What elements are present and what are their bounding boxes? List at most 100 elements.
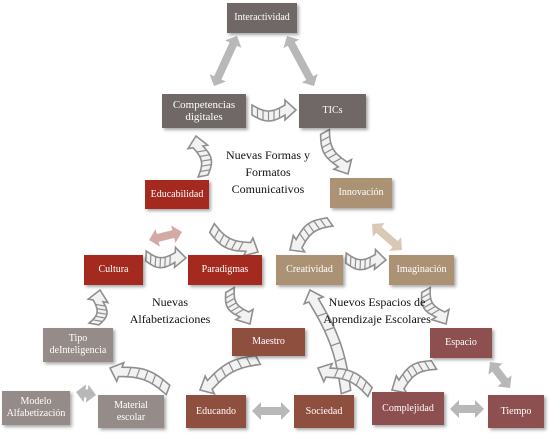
arrow-educabilidad-competencias-stripe <box>196 149 207 153</box>
arrow-espacio-complejidad-stripe <box>417 362 424 372</box>
arrow-educabilidad-paradigmas-stripe <box>230 240 237 250</box>
arrow-creatividad-imaginacion-stripe <box>364 259 366 270</box>
node-label: Creatividad <box>286 264 333 275</box>
node-label: Interactividad <box>234 12 290 23</box>
arrow-espacio-complejidad-stripe <box>411 364 418 375</box>
arrow-imaginacion-espacio <box>420 286 451 326</box>
node-label: Paradigmas <box>201 264 249 275</box>
arrow-tics-innovacion-stripe <box>327 153 337 160</box>
arrow-complejidad-tiempo <box>450 400 484 418</box>
arrow-creatividad-imaginacion-stripe <box>369 257 371 268</box>
arrow-tics-innovacion-stripe <box>323 148 334 155</box>
arrow-paradigmas-maestro-stripe <box>227 302 237 309</box>
node-label: TICs <box>322 105 343 116</box>
arrow-complejidad-sociedad-stripe <box>341 369 347 380</box>
note-nuevas-alfabetizaciones: Nuevas Alfabetizaciones <box>129 295 211 326</box>
node-label: Cultura <box>98 264 129 275</box>
arrow-cultura-paradigmas-stripe <box>164 257 166 268</box>
node-modelo-alfabetizacion: Modelo Alfabetización <box>2 391 70 425</box>
arrow-maestro-educando-stripe <box>228 362 234 372</box>
arrow-modelo-material <box>76 384 96 403</box>
node-label: Tipo deInteligencia <box>49 333 107 356</box>
arrow-imaginacion-espacio-stripe <box>430 308 441 316</box>
arrow-material-tipo-stripe <box>158 379 164 390</box>
arrow-sociedad-creatividad-stripe <box>317 312 327 317</box>
arrow-innovacion-creatividad-stripe <box>313 220 321 230</box>
arrow-interactividad-competencias <box>209 36 242 86</box>
arrow-tics-innovacion-stripe <box>320 135 330 142</box>
arrow-innovacion-imaginacion <box>372 223 402 251</box>
arrow-paradigmas-maestro <box>224 286 255 326</box>
node-label: Competencias digitales <box>172 99 236 123</box>
arrow-complejidad-sociedad-stripe <box>333 368 339 378</box>
node-maestro: Maestro <box>232 328 305 356</box>
node-label: Sociedad <box>305 405 343 417</box>
arrow-complejidad-sociedad-stripe <box>361 381 367 391</box>
arrow-educabilidad-paradigmas-stripe <box>224 238 231 248</box>
arrow-paradigmas-maestro-stripe <box>234 308 245 316</box>
arrow-paradigmas-maestro-stripe <box>230 305 240 313</box>
arrow-educabilidad-paradigmas-stripe <box>237 241 244 252</box>
arrow-educabilidad-paradigmas <box>208 222 260 258</box>
arrow-material-tipo-stripe <box>135 368 141 379</box>
arrow-tipo-cultura-stripe <box>96 308 107 311</box>
arrow-innovacion-creatividad-stripe <box>319 218 327 228</box>
arrow-cultura-paradigmas-stripe <box>159 257 162 268</box>
node-educando: Educando <box>186 395 246 428</box>
node-complejidad: Complejidad <box>372 392 444 425</box>
arrow-espacio-complejidad-stripe <box>402 373 409 384</box>
arrow-cultura-paradigmas <box>144 245 188 270</box>
arrow-material-tipo-stripe <box>126 367 132 378</box>
node-label: Imaginación <box>396 264 447 275</box>
arrow-tipo-cultura-stripe <box>95 315 106 319</box>
arrow-educabilidad-paradigmas-stripe <box>218 234 225 244</box>
arrow-educando-sociedad <box>252 402 290 420</box>
arrow-material-tipo-stripe <box>151 374 157 385</box>
arrow-sociedad-creatividad-stripe <box>335 357 345 362</box>
note-nuevos-espacios: Nuevos Espacios de Aprendizaje Escolares <box>323 295 431 326</box>
arrow-sociedad-creatividad-stripe <box>324 326 335 332</box>
arrow-imaginacion-espacio-stripe <box>426 305 436 313</box>
node-paradigmas: Paradigmas <box>188 255 262 285</box>
node-label: Innovación <box>338 187 384 198</box>
arrow-espacio-tiempo <box>488 362 512 388</box>
arrow-educabilidad-paradigmas-stripe <box>213 229 220 239</box>
node-competencias-digitales: Competencias digitales <box>162 94 246 128</box>
arrow-tipo-cultura <box>86 288 110 326</box>
arrow-tics-innovacion-stripe <box>332 157 342 164</box>
arrow-tics-innovacion <box>319 128 353 176</box>
arrow-paradigmas-maestro-stripe <box>225 292 235 299</box>
arrow-creatividad-imaginacion-stripe <box>354 258 357 269</box>
arrow-maestro-educando-stripe <box>220 367 227 377</box>
arrow-innovacion-creatividad-stripe <box>299 233 306 243</box>
arrow-tipo-cultura-stripe <box>95 303 106 307</box>
arrow-material-tipo-stripe <box>143 370 149 381</box>
arrow-espacio-complejidad-stripe <box>406 368 413 379</box>
arrow-innovacion-creatividad-stripe <box>307 223 315 233</box>
arrow-educabilidad-competencias-stripe <box>201 158 212 162</box>
node-creatividad: Creatividad <box>276 255 343 285</box>
arrow-maestro-educando-stripe <box>245 356 252 367</box>
arrow-creatividad-imaginacion-stripe <box>349 256 352 267</box>
arrow-espacio-complejidad <box>390 359 438 395</box>
node-material-escolar: Material escolar <box>98 395 164 428</box>
arrow-complejidad-sociedad-stripe <box>355 376 361 386</box>
node-innovacion: Innovación <box>330 178 392 208</box>
arrow-cultura-paradigmas-stripe <box>154 256 157 267</box>
node-label: Complejidad <box>382 402 434 414</box>
note-nuevas-formas: Nuevas Formas y Formatos Comunicativos <box>226 148 310 196</box>
node-label: Maestro <box>252 336 285 347</box>
arrow-sociedad-creatividad-stripe <box>330 341 341 347</box>
arrow-tipo-cultura-stripe <box>92 319 103 323</box>
arrow-cultura-paradigmas-stripe <box>149 254 152 265</box>
arrow-educabilidad-competencias-stripe <box>199 154 210 158</box>
node-label: Material escolar <box>114 399 148 423</box>
arrow-creatividad-imaginacion-stripe <box>359 259 362 270</box>
arrow-imaginacion-espacio-stripe <box>421 292 431 299</box>
arrow-tics-innovacion-stripe <box>321 142 331 149</box>
arrow-complejidad-sociedad <box>316 362 374 398</box>
node-tiempo: Tiempo <box>488 395 544 428</box>
arrow-tipo-cultura-stripe <box>96 312 108 315</box>
node-tipo-inteligencia: Tipo deInteligencia <box>43 328 113 362</box>
